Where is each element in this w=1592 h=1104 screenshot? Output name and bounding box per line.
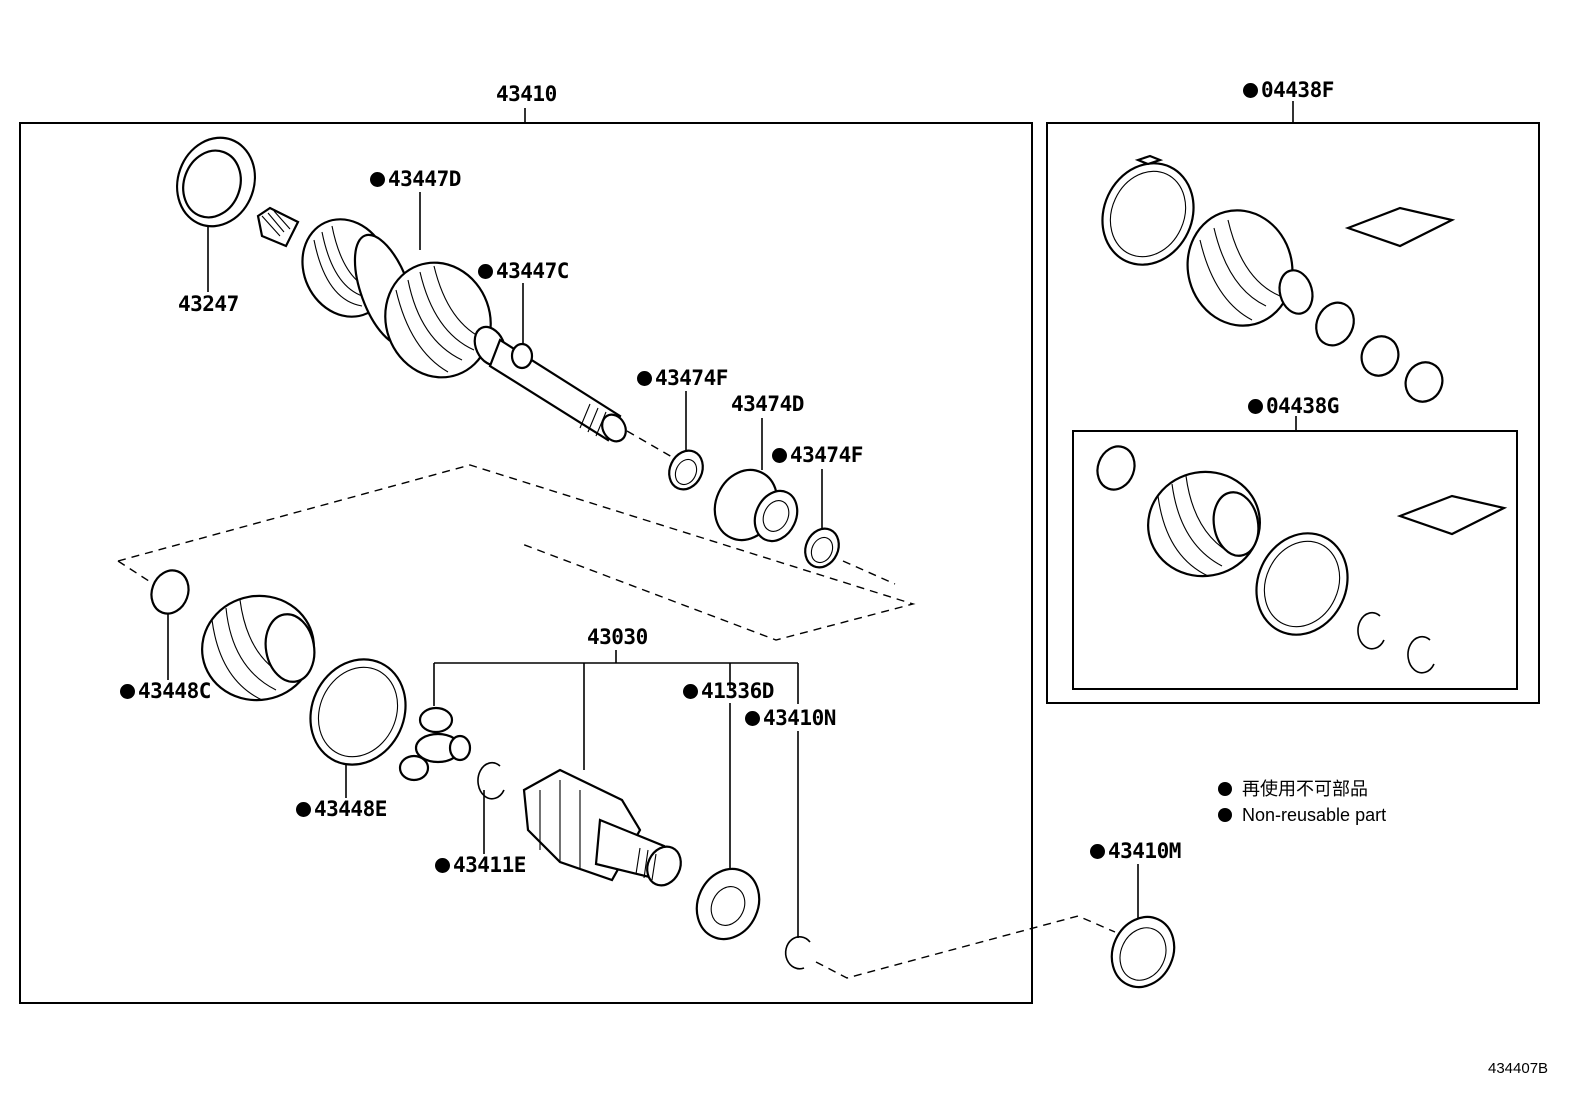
- non-reusable-marker-icon: [1248, 399, 1263, 414]
- tripod-group: [398, 706, 505, 800]
- legend-bullet-icon: [1218, 808, 1232, 822]
- label-43474F-upper: 43474F: [637, 366, 728, 390]
- legend-bullet-icon: [1218, 782, 1232, 796]
- seal-group: [695, 867, 811, 970]
- label-41336D: 41336D: [683, 679, 774, 703]
- leader-lines: [167, 101, 1297, 938]
- non-reusable-marker-icon: [370, 172, 385, 187]
- inner-boot-kit-frame: [1072, 430, 1518, 690]
- non-reusable-marker-icon: [120, 684, 135, 699]
- label-43448C: 43448C: [120, 679, 211, 703]
- label-43447D: 43447D: [370, 167, 461, 191]
- label-43410: 43410: [496, 82, 557, 106]
- seal-43410M: [1110, 915, 1176, 989]
- dashed-guides: [117, 430, 1116, 979]
- non-reusable-marker-icon: [1090, 844, 1105, 859]
- damper-group: [668, 449, 840, 569]
- main-assembly-frame: [19, 122, 1033, 1004]
- legend-line-japanese: 再使用不可部品: [1218, 778, 1368, 800]
- drive-shaft-assembly: [256, 206, 627, 443]
- label-43448E: 43448E: [296, 797, 387, 821]
- label-43410M: 43410M: [1090, 839, 1181, 863]
- label-43474F-lower: 43474F: [772, 443, 863, 467]
- non-reusable-marker-icon: [637, 371, 652, 386]
- inner-boot-group: [150, 569, 407, 766]
- label-04438F: 04438F: [1243, 78, 1334, 102]
- inner-joint-housing: [522, 768, 682, 887]
- label-43474D: 43474D: [731, 392, 804, 416]
- inner-boot-kit: [1096, 445, 1508, 674]
- diagram-number: 434407B: [1488, 1060, 1549, 1077]
- non-reusable-marker-icon: [683, 684, 698, 699]
- label-43247: 43247: [178, 292, 239, 316]
- label-43447C: 43447C: [478, 259, 569, 283]
- non-reusable-marker-icon: [772, 448, 787, 463]
- label-43411E: 43411E: [435, 853, 526, 877]
- non-reusable-marker-icon: [296, 802, 311, 817]
- non-reusable-marker-icon: [478, 264, 493, 279]
- legend-line-english: Non-reusable part: [1218, 804, 1386, 826]
- outer-boot-kit: [1101, 154, 1456, 403]
- non-reusable-marker-icon: [435, 858, 450, 873]
- non-reusable-marker-icon: [745, 711, 760, 726]
- dust-seal-43247: [176, 136, 256, 228]
- label-43410N: 43410N: [745, 706, 836, 730]
- non-reusable-marker-icon: [1243, 83, 1258, 98]
- label-04438G: 04438G: [1248, 394, 1339, 418]
- label-43030: 43030: [587, 625, 648, 649]
